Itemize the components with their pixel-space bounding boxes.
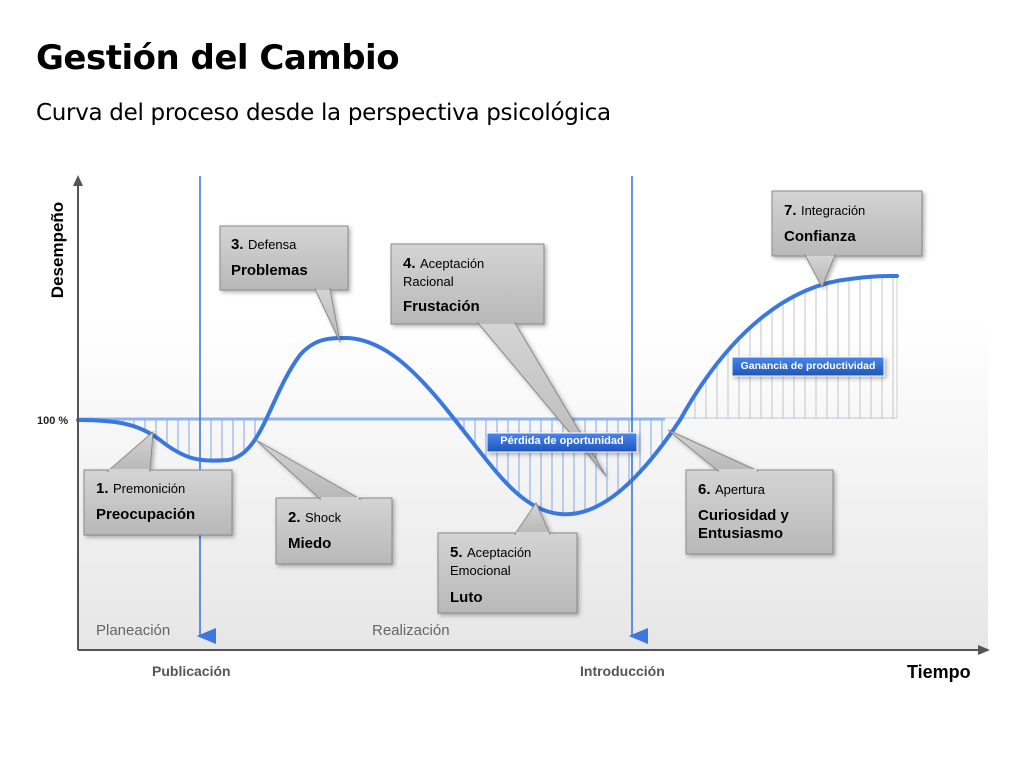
change-curve <box>76 274 899 517</box>
milestone-introduction-label: Introducción <box>580 663 665 679</box>
stage-2-text: 2. Shock Miedo <box>288 509 388 553</box>
loss-area-label: Pérdida de oportunidad <box>500 435 624 447</box>
stage-6-text: 6. Apertura Curiosidad y Entusiasmo <box>698 481 818 542</box>
callout-1-box <box>83 469 233 536</box>
loss-area-hatch <box>89 419 663 515</box>
stage-5-text: 5. Aceptación Emocional Luto <box>450 544 560 606</box>
stage-5-emotion: Luto <box>450 588 483 606</box>
callout-7-box <box>771 190 923 257</box>
stage-1-emotion: Preocupación <box>96 506 196 524</box>
x-axis-arrow <box>978 645 990 655</box>
stage-6-emotion: Curiosidad y Entusiasmo <box>698 507 789 542</box>
baseline-100-label: 100 % <box>37 415 69 427</box>
stage-1-text: 1. Premonición Preocupación <box>96 480 228 524</box>
stage-2-name: Shock <box>304 510 342 525</box>
stage-4-number: 4. <box>403 255 416 272</box>
stage-7-text: 7. Integración Confianza <box>784 202 914 246</box>
callout-6-box <box>685 469 834 555</box>
stage-7-number: 7. <box>784 202 797 219</box>
callout-4-box <box>390 243 545 325</box>
x-axis-label: Tiempo <box>907 662 971 682</box>
stage-2-number: 2. <box>288 509 301 526</box>
stage-5-name: Aceptación Emocional <box>450 545 532 579</box>
callout-3-box <box>219 225 349 291</box>
stage-3-name: Defensa <box>247 237 297 252</box>
y-axis-arrow <box>73 175 83 186</box>
gain-badge <box>731 356 885 377</box>
page-title: Gestión del Cambio <box>36 38 400 78</box>
milestone-publication-label: Publicación <box>152 663 231 679</box>
stage-4-name: Aceptación Racional <box>403 256 485 290</box>
stage-7-emotion: Confianza <box>784 228 856 246</box>
stage-4-text: 4. Aceptación Racional Frustación <box>403 255 513 315</box>
stage-3-text: 3. Defensa Problemas <box>231 236 343 280</box>
tail-seams <box>109 253 834 535</box>
gain-area-label: Ganancia de productividad <box>740 360 876 372</box>
stage-4-emotion: Frustación <box>403 297 480 315</box>
phase-realization-label: Realización <box>372 622 450 639</box>
stage-1-name: Premonición <box>112 481 186 496</box>
phase-planning-label: Planeación <box>96 622 171 639</box>
loss-badge <box>486 432 638 453</box>
stage-3-number: 3. <box>231 236 244 253</box>
stage-5-number: 5. <box>450 544 463 561</box>
stage-1-number: 1. <box>96 480 109 497</box>
callouts <box>83 190 923 614</box>
stage-7-name: Integración <box>800 203 866 218</box>
stage-6-name: Apertura <box>714 482 765 497</box>
page-subtitle: Curva del proceso desde la perspectiva p… <box>36 100 611 126</box>
stage-2-emotion: Miedo <box>288 535 332 553</box>
stage-6-number: 6. <box>698 481 711 498</box>
stage-3-emotion: Problemas <box>231 262 308 280</box>
y-axis-label: Desempeño <box>48 201 67 299</box>
